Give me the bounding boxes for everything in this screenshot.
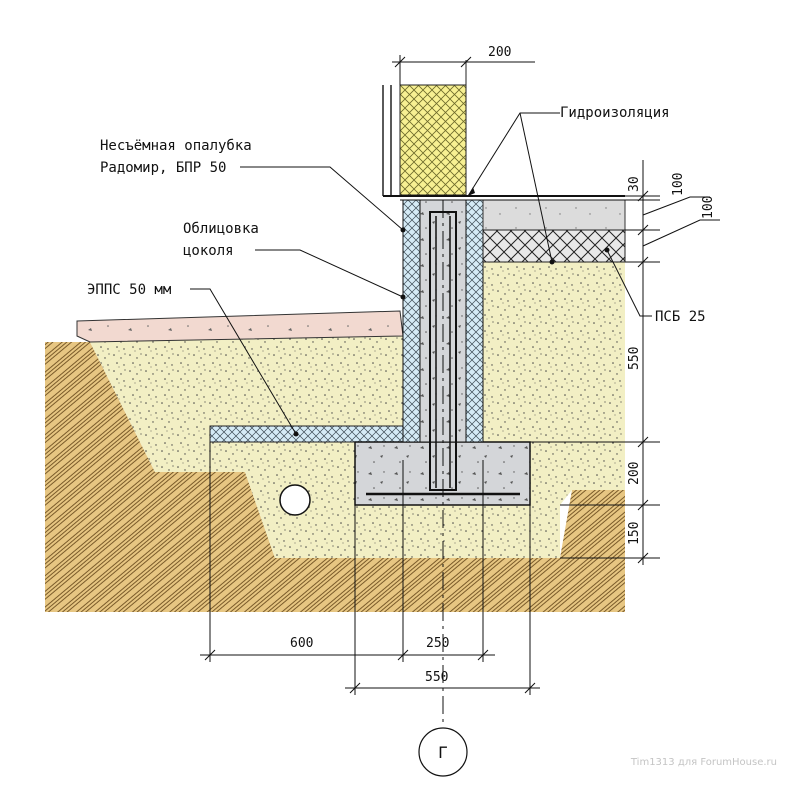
dim-600: 600 <box>290 636 313 651</box>
dim-100b: 100 <box>701 196 716 219</box>
dim-250: 250 <box>426 636 449 651</box>
drain-pipe <box>279 484 311 516</box>
label-epps: ЭППС 50 мм <box>87 282 172 298</box>
dim-550-vertical: 550 <box>627 347 642 370</box>
label-formwork-line1: Несъёмная опалубка <box>100 138 252 154</box>
label-cladding-line1: Облицовка <box>183 221 259 237</box>
psb-insulation-layer <box>482 229 626 263</box>
dim-30: 30 <box>627 176 642 192</box>
axis-label: Г <box>438 743 448 762</box>
watermark-text: Tim1313 для ForumHouse.ru <box>630 757 777 768</box>
label-formwork-line2: Радомир, БПР 50 <box>100 160 226 176</box>
dimension-lines <box>200 55 720 725</box>
dim-wall-200: 200 <box>488 45 511 60</box>
dim-550-horizontal: 550 <box>425 670 448 685</box>
sand-backfill-outside <box>90 336 560 558</box>
dim-200-vertical: 200 <box>627 462 642 485</box>
label-leaders <box>190 112 652 435</box>
rebar-cage <box>429 211 457 491</box>
dim-150-vertical: 150 <box>627 522 642 545</box>
formwork-inner-panel <box>465 199 484 443</box>
axis-bubble <box>418 727 468 777</box>
floor-slab <box>482 199 626 231</box>
dim-100a: 100 <box>671 173 686 196</box>
sand-fill-inside <box>483 262 625 505</box>
label-psb: ПСБ 25 <box>655 309 706 325</box>
label-cladding-line2: цоколя <box>183 243 234 259</box>
natural-soil <box>45 342 625 612</box>
wall-insulation <box>399 84 467 196</box>
epps-horizontal-insulation <box>209 425 404 443</box>
label-leader-dots <box>293 227 610 437</box>
blind-area-paving <box>76 310 404 343</box>
formwork-outer-panel <box>402 199 421 443</box>
label-waterproofing: Гидроизоляция <box>560 105 670 121</box>
